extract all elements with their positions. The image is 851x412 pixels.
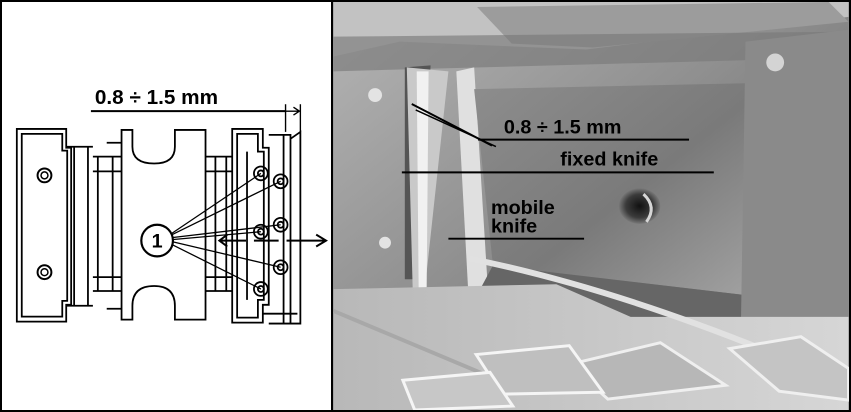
lower-blade	[400, 370, 516, 410]
blade-edge	[416, 71, 429, 294]
floor-ridge	[333, 309, 483, 376]
part-number-circle	[140, 223, 175, 258]
bolt-center-icon	[40, 267, 49, 277]
drawing-background	[2, 2, 331, 410]
photo-gap-label: 0.8 ÷ 1.5 mm	[504, 117, 622, 139]
movement-arrow-icon	[217, 233, 328, 248]
photo-panel: 0.8 ÷ 1.5 mm fixed knife mobile knife	[331, 0, 851, 412]
lower-blade	[726, 335, 849, 402]
right-knife-holder	[231, 128, 302, 325]
left-bolt-icon	[368, 88, 383, 103]
bolt-icon	[36, 167, 53, 184]
bolt-icon	[36, 264, 53, 281]
mobile-label: mobile	[491, 197, 555, 219]
right-bolt-icon	[766, 53, 785, 72]
plate-hole	[618, 188, 661, 224]
lower-bolt-icon	[379, 236, 391, 249]
vertical-support	[456, 67, 489, 292]
fixed-knife-label: fixed knife	[560, 148, 658, 170]
top-shadow	[333, 31, 849, 72]
left-knife-holder	[15, 128, 93, 323]
bolt-center-icon	[40, 171, 49, 180]
mobile-knife-plate	[474, 83, 746, 296]
knife-label: knife	[491, 216, 537, 238]
center-knife-block	[92, 129, 233, 321]
diagram-gap-label: 0.8 ÷ 1.5 mm	[95, 86, 218, 109]
part-leader-lines	[169, 172, 281, 290]
dimension-arrow-icon	[285, 106, 301, 116]
right-holder-bolts	[253, 165, 289, 297]
technical-drawing: 0.8 ÷ 1.5 mm	[2, 2, 331, 410]
right-side-wall	[739, 29, 849, 410]
machine-photo-rendering: 0.8 ÷ 1.5 mm fixed knife mobile knife	[333, 2, 849, 410]
hole-highlight	[642, 193, 653, 223]
part-number: 1	[152, 230, 163, 252]
technical-drawing-panel: 0.8 ÷ 1.5 mm	[0, 0, 333, 412]
